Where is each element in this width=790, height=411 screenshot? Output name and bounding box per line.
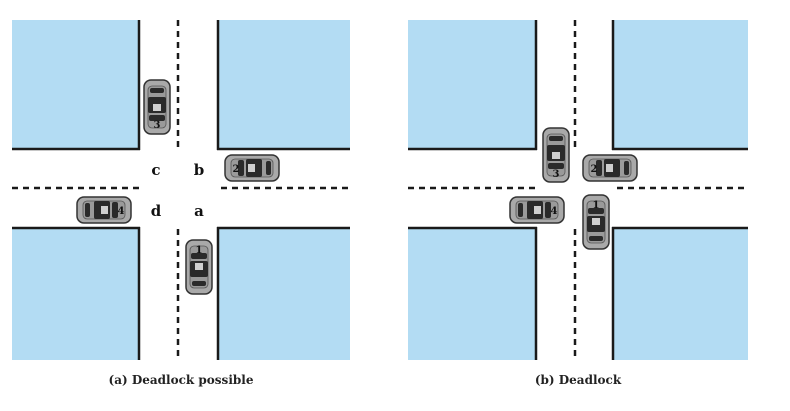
car-number: 1 <box>593 200 600 211</box>
panel-b: 3 2 4 1 (b) Deadlock <box>408 20 748 387</box>
city-block-bottom-right <box>216 226 350 360</box>
city-block-bottom-left <box>12 226 141 360</box>
zone-label-c: c <box>151 161 160 179</box>
city-block-top-left <box>12 20 141 151</box>
car-number: 3 <box>154 120 161 131</box>
panel-a: c b d a 3 2 4 1 (a) Deadlock possible <box>12 20 350 387</box>
city-block-top-left <box>408 20 538 151</box>
panel-caption: (a) Deadlock possible <box>109 373 254 387</box>
panel-caption: (b) Deadlock <box>535 373 622 387</box>
car-number: 1 <box>196 245 203 256</box>
city-block-bottom-left <box>408 226 538 360</box>
car-number: 2 <box>591 164 598 175</box>
zone-label-a: a <box>194 202 204 220</box>
car-number: 4 <box>551 206 558 217</box>
city-block-top-right <box>611 20 748 151</box>
car-number: 4 <box>118 206 125 217</box>
car-number: 2 <box>233 164 240 175</box>
city-block-top-right <box>216 20 350 151</box>
city-block-bottom-right <box>611 226 748 360</box>
car-number: 3 <box>553 169 560 180</box>
zone-label-d: d <box>151 202 162 220</box>
zone-label-b: b <box>194 161 205 179</box>
